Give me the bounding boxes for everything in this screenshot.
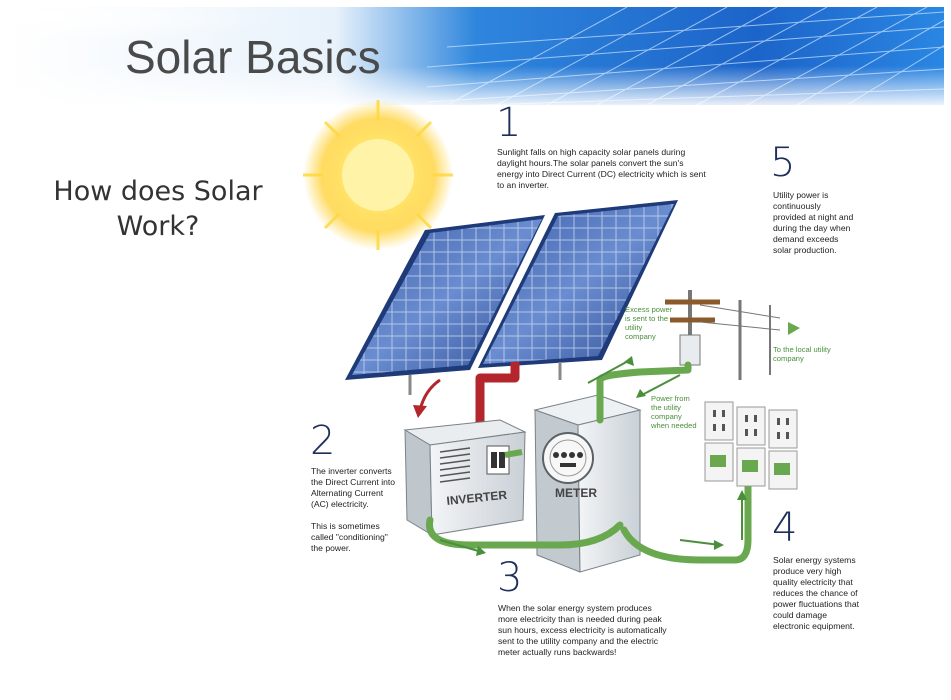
annotation-to-local-utility: To the local utility company: [773, 345, 831, 363]
wall-outlets: [704, 401, 798, 490]
step-4-number: 4: [772, 505, 798, 551]
annotation-power-from-utility: Power from the utility company when need…: [651, 394, 697, 430]
dc-wire: [475, 362, 520, 430]
dc-arrow-head: [413, 405, 427, 418]
to-utility-arrow: [788, 322, 800, 335]
inverter-unit: [403, 419, 527, 536]
step-2-text: The inverter converts the Direct Current…: [311, 466, 396, 509]
solar-panel-array: [345, 200, 678, 395]
meter-label: METER: [555, 486, 597, 500]
step-5-number: 5: [770, 140, 796, 186]
step-5-text: Utility power is continuously provided a…: [773, 190, 854, 255]
step-1-number: 1: [496, 100, 522, 146]
step-1-text: Sunlight falls on high capacity solar pa…: [497, 147, 706, 190]
flow-arrows: [439, 356, 747, 556]
step-2-text-note: This is sometimes called "conditioning" …: [311, 521, 388, 553]
step-2-number: 2: [310, 418, 336, 464]
annotation-excess-power: Excess power is sent to the utility comp…: [625, 305, 673, 341]
step-4-text: Solar energy systems produce very high q…: [773, 555, 859, 631]
slide-subtitle: How does Solar Work?: [53, 174, 263, 244]
inverter-label: INVERTER: [446, 488, 508, 508]
step-3-number: 3: [497, 555, 523, 601]
header-banner: [7, 7, 944, 105]
ac-wiring: [426, 361, 752, 564]
utility-pole: [665, 290, 781, 380]
subtitle-text: How does Solar Work?: [53, 176, 263, 242]
slide-title: Solar Basics: [125, 31, 381, 83]
sun-icon: [303, 100, 453, 250]
step-3-text: When the solar energy system produces mo…: [498, 603, 667, 657]
solar-panel-banner-image: [7, 7, 944, 105]
dc-flow-arrow: [418, 378, 441, 411]
